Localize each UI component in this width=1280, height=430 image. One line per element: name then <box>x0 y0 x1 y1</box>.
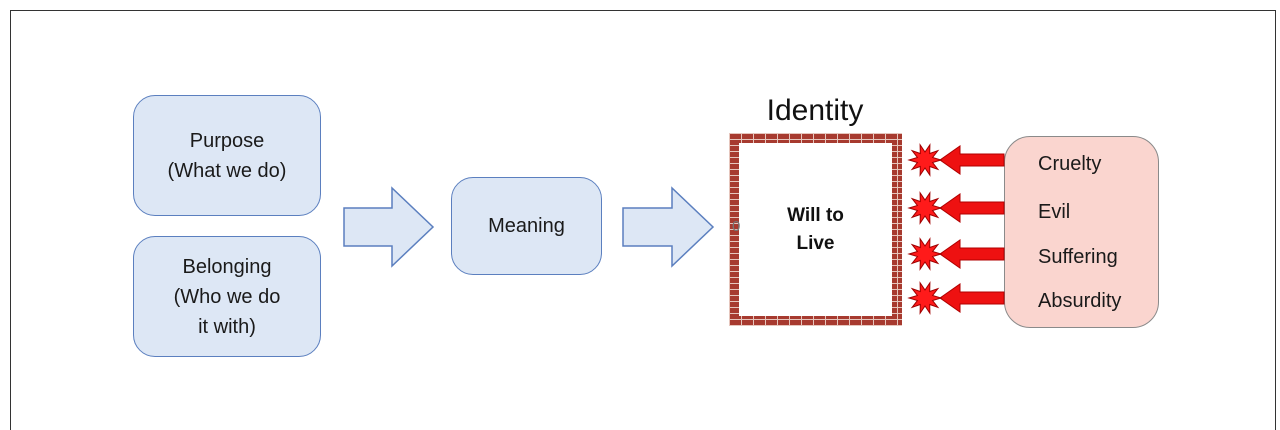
threat-absurdity: Absurdity <box>1038 290 1122 312</box>
belonging-sublabel-1: (Who we do <box>173 285 281 308</box>
threat-cruelty: Cruelty <box>1038 153 1102 175</box>
belonging-box: Belonging (Who we do it with) <box>133 236 321 357</box>
purpose-label: Purpose <box>189 129 265 152</box>
brick-wall: Will to Live <box>729 133 902 326</box>
threats-box: Cruelty Evil Suffering Absurdity <box>1004 136 1159 328</box>
belonging-label: Belonging <box>182 255 272 278</box>
threat-evil: Evil <box>1038 201 1071 223</box>
will-to-live-line1: Will to <box>787 204 844 226</box>
meaning-label: Meaning <box>488 215 565 237</box>
stray-character: 0 <box>732 218 741 235</box>
left-arrow-icon <box>939 145 1005 175</box>
burst-icon <box>907 191 943 225</box>
threat-suffering: Suffering <box>1038 246 1118 268</box>
right-arrow-icon <box>343 186 435 268</box>
burst-icon <box>907 143 943 177</box>
purpose-box: Purpose (What we do) <box>133 95 321 216</box>
burst-icon <box>907 281 943 315</box>
burst-icon <box>907 237 943 271</box>
left-arrow-icon <box>939 193 1005 223</box>
purpose-sublabel: (What we do) <box>167 159 287 182</box>
left-arrow-icon <box>939 239 1005 269</box>
meaning-box: Meaning <box>451 177 602 275</box>
belonging-sublabel-2: it with) <box>198 315 256 338</box>
diagram-frame <box>10 10 1276 430</box>
identity-title: Identity <box>766 94 864 127</box>
left-arrow-icon <box>939 283 1005 313</box>
will-to-live-box: Will to Live <box>739 143 892 316</box>
right-arrow-icon <box>622 186 715 268</box>
will-to-live-line2: Live <box>796 232 835 254</box>
